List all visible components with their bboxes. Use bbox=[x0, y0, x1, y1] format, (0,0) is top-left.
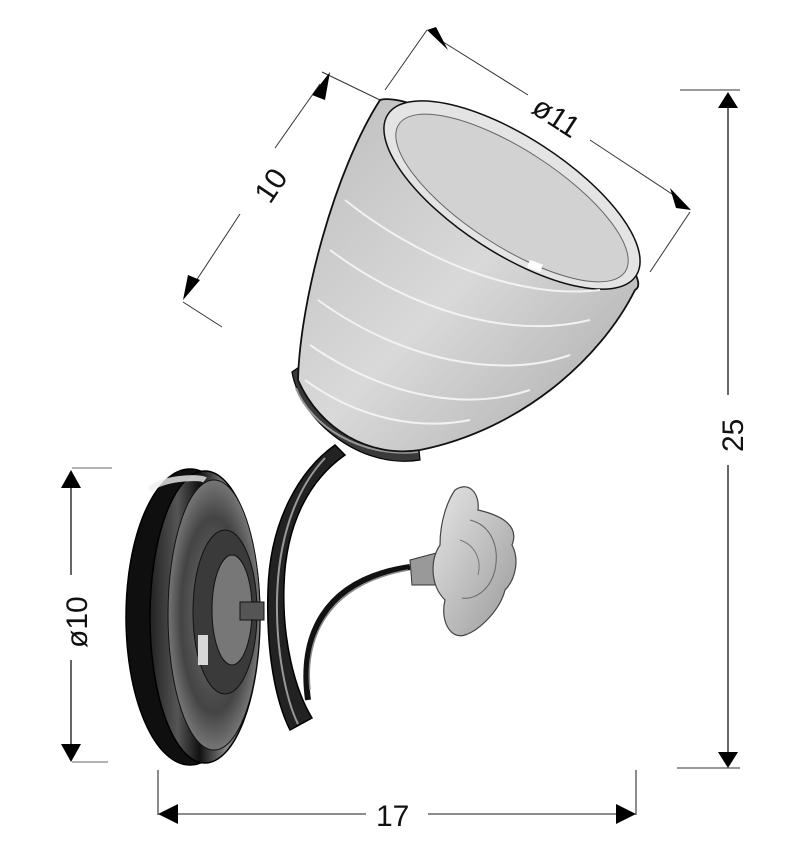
arrowhead-icon bbox=[670, 188, 691, 210]
lamp-arm bbox=[266, 444, 347, 732]
extension-line bbox=[321, 71, 381, 101]
lamp-illustration bbox=[125, 98, 641, 766]
total-depth-label: 17 bbox=[376, 800, 409, 833]
arrowhead-icon bbox=[61, 470, 81, 488]
wall-plate bbox=[125, 468, 265, 766]
arrowhead-icon bbox=[616, 804, 636, 824]
flower-ornament bbox=[409, 486, 517, 637]
arrowhead-icon bbox=[718, 92, 738, 108]
dimension-base-diameter: ø10 bbox=[61, 467, 112, 763]
dimension-total-height: 25 bbox=[677, 89, 750, 769]
arrowhead-icon bbox=[312, 72, 330, 100]
glass-shade bbox=[297, 98, 641, 453]
dimension-total-depth: 17 bbox=[157, 770, 637, 833]
shade-diameter-label: ø11 bbox=[526, 90, 585, 145]
flower-arm bbox=[303, 564, 411, 701]
arrowhead-icon bbox=[158, 804, 178, 824]
arrowhead-icon bbox=[427, 27, 448, 50]
base-diameter-label: ø10 bbox=[61, 596, 94, 648]
total-height-label: 25 bbox=[717, 419, 750, 452]
shade-height-label: 10 bbox=[248, 163, 294, 209]
arrowhead-icon bbox=[183, 275, 200, 300]
arrowhead-icon bbox=[718, 752, 738, 768]
arrowhead-icon bbox=[61, 744, 81, 762]
extension-line bbox=[182, 301, 223, 328]
